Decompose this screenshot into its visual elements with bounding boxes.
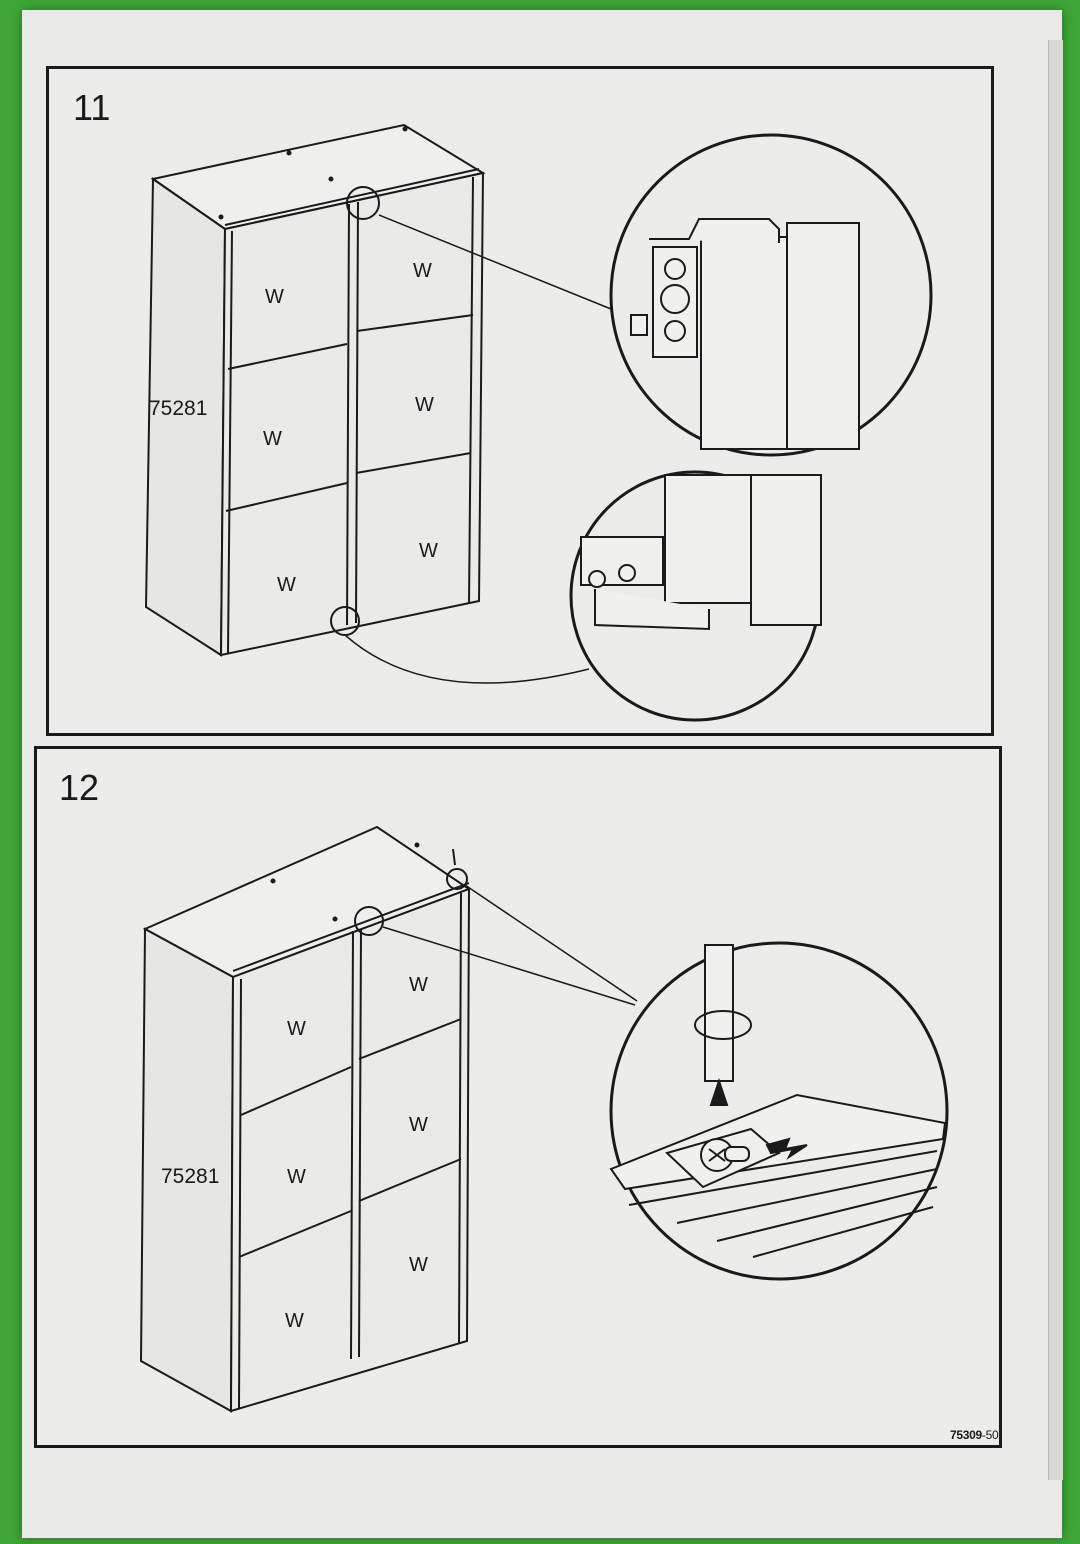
detail-marker-top	[346, 186, 380, 220]
panel-label: W	[413, 260, 432, 282]
part-label: 75281	[161, 1165, 219, 1188]
step-11-diagram: 75281 W W W W W W	[144, 123, 933, 722]
document-code-suffix: -50	[981, 1428, 999, 1442]
panel-label: W	[285, 1310, 304, 1332]
detail-marker-center	[354, 906, 384, 936]
panel-label: W	[287, 1166, 306, 1188]
panel-label: W	[409, 974, 428, 996]
wardrobe-illustration	[139, 825, 472, 1413]
screw-fastening-detail	[609, 941, 949, 1281]
panel-label: W	[419, 540, 438, 562]
part-label: 75281	[149, 397, 207, 420]
document-code-main: 75309	[950, 1428, 982, 1442]
step-12-diagram: 75281 W W W W W W	[139, 825, 949, 1413]
panel-label: W	[415, 394, 434, 416]
step-number: 11	[73, 87, 111, 128]
bottom-guide-detail	[569, 470, 822, 722]
panel-label: W	[263, 428, 282, 450]
wardrobe-illustration	[144, 123, 486, 657]
top-roller-detail	[609, 133, 933, 457]
panel-label: W	[409, 1254, 428, 1276]
wardrobe-front	[219, 171, 485, 657]
document-code: 75309-50	[950, 1428, 999, 1442]
page-stack-edge	[1048, 40, 1063, 1480]
panel-label: W	[287, 1018, 306, 1040]
step-number: 12	[59, 767, 100, 808]
panel-label: W	[277, 574, 296, 596]
detail-marker-corner	[446, 868, 468, 890]
panel-label: W	[409, 1114, 428, 1136]
step-12-panel: 12	[34, 746, 1002, 1448]
panel-label: W	[265, 286, 284, 308]
wardrobe-front	[229, 887, 471, 1413]
step-11-panel: 11	[46, 66, 994, 736]
